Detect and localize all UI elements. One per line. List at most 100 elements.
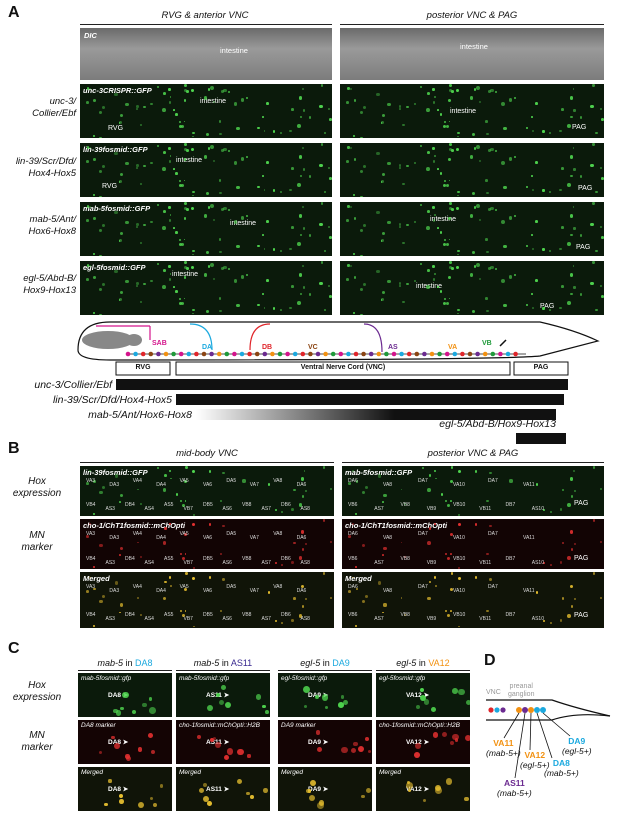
- fluorescent-cell: [170, 584, 172, 587]
- neuron-label: VA8: [273, 478, 283, 484]
- fluorescent-cell: [358, 745, 365, 753]
- fluorescent-cell: [569, 584, 573, 588]
- fluorescent-cell: [355, 587, 359, 591]
- fluorescent-cell: [561, 108, 564, 111]
- fluorescent-cell: [124, 161, 129, 166]
- class-da: DA: [202, 344, 213, 351]
- fluorescent-cell: [433, 273, 436, 276]
- fluorescent-cell: [172, 227, 175, 229]
- fluorescent-cell: [136, 167, 139, 170]
- fluorescent-cell: [413, 102, 417, 106]
- cell-arrow-label: AS11 ➤: [206, 786, 230, 793]
- fluorescent-cell: [343, 699, 349, 705]
- fluorescent-cell: [445, 778, 453, 785]
- fluorescent-cell: [590, 281, 594, 286]
- fluorescent-cell: [299, 174, 303, 178]
- fluorescent-cell: [329, 236, 332, 240]
- panel-d-letter: D: [484, 652, 496, 669]
- fluorescent-cell: [191, 88, 195, 92]
- fluorescent-cell: [420, 144, 423, 147]
- fluorescent-cell: [119, 501, 121, 503]
- fluorescent-cell: [219, 499, 223, 503]
- fluorescent-cell: [262, 115, 265, 118]
- fluorescent-cell: [168, 206, 171, 209]
- fluorescent-cell: [139, 124, 142, 127]
- pag-tag: PAG: [578, 185, 593, 192]
- neuron-label: VA7: [249, 482, 259, 488]
- fluorescent-cell: [449, 261, 453, 265]
- fluorescent-cell: [267, 482, 271, 486]
- fluorescent-cell: [209, 85, 214, 90]
- fluorescent-cell: [207, 206, 211, 209]
- fluorescent-cell: [457, 194, 460, 197]
- fluorescent-cell: [191, 194, 194, 197]
- fluorescent-cell: [236, 779, 242, 785]
- fluorescent-cell: [400, 488, 403, 491]
- fluorescent-cell: [218, 297, 222, 300]
- neuron-label: AS7: [374, 506, 384, 512]
- reporter-tag: Merged: [379, 769, 402, 776]
- fluorescent-cell: [535, 590, 539, 594]
- fluorescent-cell: [559, 619, 563, 623]
- header-rule: [278, 670, 372, 671]
- fluorescent-cell: [329, 177, 332, 181]
- fluorescent-cell: [423, 799, 427, 803]
- fluorescent-cell: [302, 286, 305, 289]
- unc3-image-right: intestine PAG: [340, 84, 604, 138]
- neuron-label: VB8: [242, 502, 252, 508]
- fluorescent-cell: [479, 278, 482, 280]
- fluorescent-cell: [387, 102, 391, 107]
- fluorescent-cell: [292, 597, 296, 600]
- fluorescent-cell: [364, 594, 368, 598]
- fluorescent-cell: [348, 482, 352, 486]
- panel-b-letter: B: [8, 440, 20, 457]
- fluorescent-cell: [122, 691, 129, 699]
- fluorescent-cell: [559, 508, 563, 511]
- fluorescent-cell: [490, 265, 494, 270]
- fluorescent-cell: [321, 261, 324, 264]
- fluorescent-cell: [433, 101, 436, 104]
- fluorescent-cell: [549, 132, 552, 135]
- class-as: AS: [388, 344, 398, 351]
- reporter-tag: cho-1/ChT1fosmid::mChOpti: [345, 521, 448, 530]
- fluorescent-cell: [140, 503, 143, 506]
- fluorescent-cell: [118, 297, 122, 301]
- fluorescent-cell: [257, 185, 260, 189]
- fluorescent-cell: [474, 576, 478, 579]
- fluorescent-cell: [191, 131, 195, 135]
- fluorescent-cell: [241, 216, 245, 220]
- fluorescent-cell: [406, 105, 409, 109]
- fluorescent-cell: [300, 477, 304, 481]
- neuron-label: AS4: [144, 560, 154, 566]
- fluorescent-cell: [233, 161, 238, 165]
- fluorescent-cell: [183, 88, 188, 93]
- fluorescent-cell: [245, 273, 248, 276]
- reporter-tag: Merged: [83, 574, 110, 583]
- fluorescent-cell: [433, 469, 437, 473]
- panel-a-left-header: RVG & anterior VNC: [161, 10, 249, 21]
- fluorescent-cell: [488, 471, 492, 475]
- fluorescent-cell: [92, 193, 95, 196]
- expr-unc3: unc-3/Collier/Ebf: [34, 379, 112, 391]
- fluorescent-cell: [182, 614, 186, 618]
- neuron-label: VA6: [203, 482, 213, 488]
- fluorescent-cell: [405, 782, 413, 790]
- reporter-tag: egl-5fosmid::gfp: [281, 675, 328, 682]
- fluorescent-cell: [485, 120, 488, 123]
- fluorescent-cell: [296, 242, 301, 247]
- fluorescent-cell: [237, 748, 245, 756]
- fluorescent-cell: [183, 179, 186, 182]
- fluorescent-cell: [440, 492, 444, 496]
- fluorescent-cell: [450, 553, 452, 555]
- fluorescent-cell: [273, 248, 276, 251]
- neuron-label: AS3: [105, 506, 115, 512]
- fluorescent-cell: [559, 306, 563, 310]
- fluorescent-cell: [433, 155, 436, 158]
- fluorescent-cell: [114, 92, 118, 97]
- fluorescent-cell: [236, 185, 240, 190]
- fluorescent-cell: [249, 794, 254, 799]
- fluorescent-cell: [458, 566, 461, 569]
- row-label-mab5: mab-5/Ant/ Hox6-Hox8: [28, 214, 76, 237]
- neuron-label: VA7: [249, 535, 259, 541]
- fluorescent-cell: [572, 147, 575, 150]
